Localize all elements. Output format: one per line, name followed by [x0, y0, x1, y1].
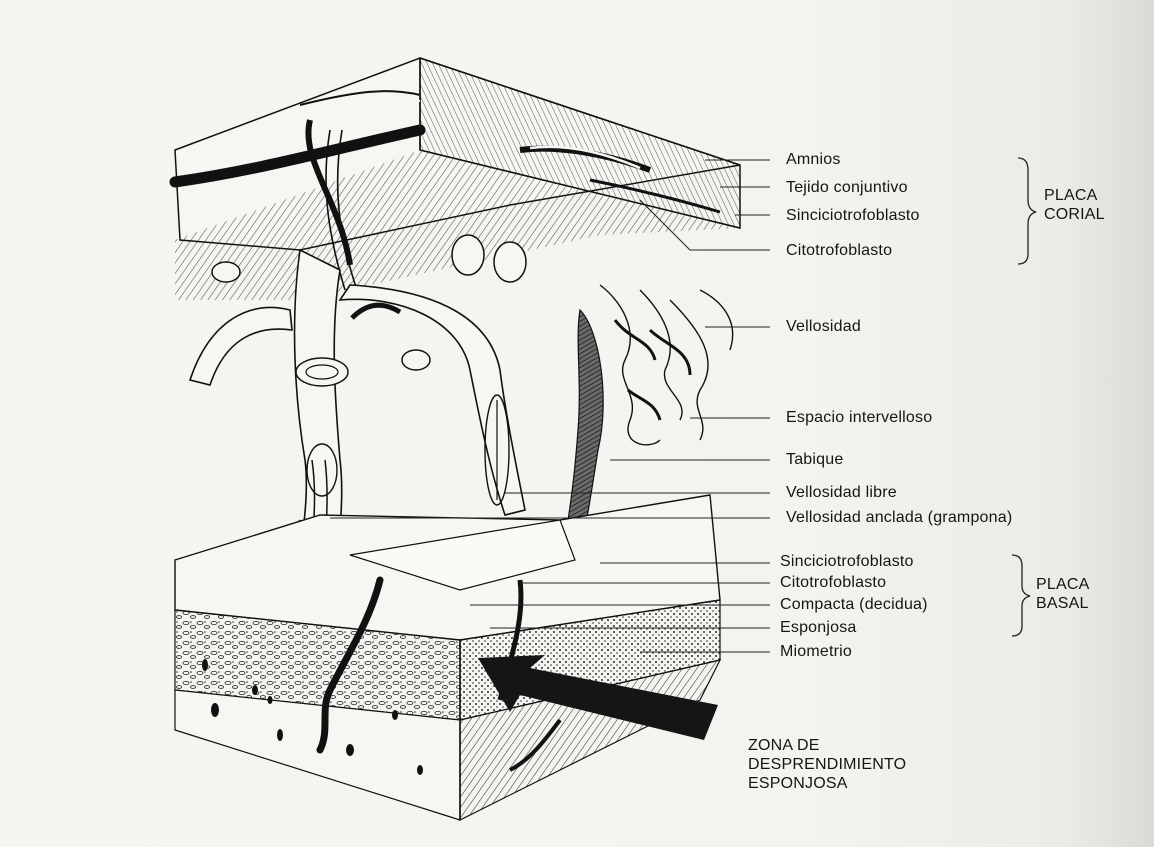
group-placa-basal-line1: PLACA — [1036, 575, 1089, 594]
label-sinciciotrofoblasto-basal: Sinciciotrofoblasto — [780, 553, 914, 571]
label-esponjosa: Esponjosa — [780, 619, 857, 637]
label-vellosidad-libre: Vellosidad libre — [786, 484, 897, 502]
label-tejido-conjuntivo: Tejido conjuntivo — [786, 179, 908, 197]
group-placa-basal-line2: BASAL — [1036, 594, 1089, 613]
bleed-through-text — [1030, 40, 1033, 62]
label-citotrofoblasto-basal: Citotrofoblasto — [780, 574, 886, 592]
label-compacta: Compacta (decidua) — [780, 596, 928, 614]
basal-plate — [175, 495, 720, 820]
zona-line2: DESPRENDIMIENTO — [748, 755, 906, 774]
group-placa-corial-line2: CORIAL — [1044, 205, 1105, 224]
label-tabique: Tabique — [786, 451, 843, 469]
label-amnios: Amnios — [786, 151, 841, 169]
label-citotrofoblasto-corial: Citotrofoblasto — [786, 242, 892, 260]
label-vellosidad: Vellosidad — [786, 318, 861, 336]
label-miometrio: Miometrio — [780, 643, 852, 661]
label-espacio-intervelloso: Espacio intervelloso — [786, 409, 932, 427]
label-vellosidad-anclada: Vellosidad anclada (grampona) — [786, 509, 1012, 527]
label-sinciciotrofoblasto-corial: Sinciciotrofoblasto — [786, 207, 920, 225]
zona-line1: ZONA DE — [748, 736, 906, 755]
group-placa-corial: PLACA CORIAL — [1044, 186, 1105, 224]
zona-desprendimiento-note: ZONA DE DESPRENDIMIENTO ESPONJOSA — [748, 736, 906, 793]
braces — [1012, 158, 1036, 636]
zona-line3: ESPONJOSA — [748, 774, 906, 793]
group-placa-corial-line1: PLACA — [1044, 186, 1105, 205]
group-placa-basal: PLACA BASAL — [1036, 575, 1089, 613]
